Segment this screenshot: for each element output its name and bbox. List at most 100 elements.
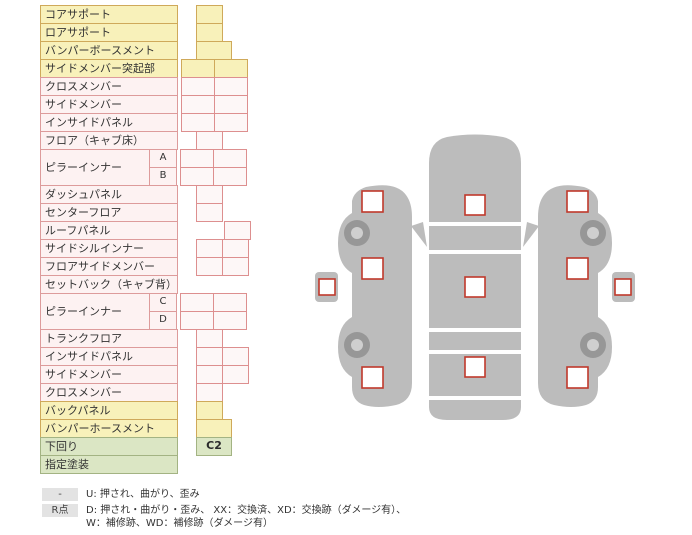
grade-cell[interactable] bbox=[214, 95, 248, 114]
legend-key-rten: R点 bbox=[42, 503, 78, 517]
part-label: ピラーインナー bbox=[40, 149, 150, 186]
grade-cells bbox=[196, 41, 232, 60]
grade-cell[interactable] bbox=[213, 311, 247, 330]
part-label: 下回り bbox=[40, 437, 178, 456]
grade-cell[interactable] bbox=[196, 203, 223, 222]
grade-cell[interactable] bbox=[222, 257, 249, 276]
grade-cell[interactable] bbox=[180, 311, 214, 330]
right-rear-wheel-hub bbox=[587, 339, 599, 351]
hood-section bbox=[429, 134, 521, 222]
part-row: ロアサポート bbox=[40, 23, 251, 42]
part-label: コアサポート bbox=[40, 5, 178, 24]
grade-cell[interactable] bbox=[180, 293, 214, 312]
grade-cell-row bbox=[180, 311, 247, 330]
grade-cell[interactable] bbox=[196, 239, 223, 258]
part-row: サイドメンバー bbox=[40, 95, 251, 114]
grade-cell[interactable] bbox=[196, 185, 223, 204]
grade-cell[interactable] bbox=[181, 95, 215, 114]
grade-cell[interactable] bbox=[196, 401, 223, 420]
grade-cells bbox=[181, 95, 248, 114]
part-row: インサイドパネル bbox=[40, 347, 251, 366]
grade-cell[interactable] bbox=[214, 77, 248, 96]
damage-marker-left-rear-fender[interactable] bbox=[361, 366, 384, 389]
grade-cells bbox=[180, 293, 247, 330]
part-row: サイドメンバー突起部 bbox=[40, 59, 251, 78]
grade-cell[interactable] bbox=[196, 347, 223, 366]
part-row: トランクフロア bbox=[40, 329, 251, 348]
part-label: バンパーホースメント bbox=[40, 419, 178, 438]
part-label: フロアサイドメンバー bbox=[40, 257, 178, 276]
part-label: 指定塗装 bbox=[40, 455, 178, 474]
grade-cell[interactable] bbox=[196, 41, 232, 60]
grade-cell[interactable] bbox=[180, 149, 214, 168]
damage-marker-left-door[interactable] bbox=[361, 257, 384, 280]
damage-marker-top-roof[interactable] bbox=[464, 276, 486, 298]
damage-marker-right-door[interactable] bbox=[566, 257, 589, 280]
grade-cell[interactable] bbox=[181, 77, 215, 96]
pillar-sub-label: D bbox=[149, 311, 177, 330]
part-label: インサイドパネル bbox=[40, 113, 178, 132]
grade-cells bbox=[196, 131, 223, 150]
grade-cell-row bbox=[180, 293, 247, 312]
legend-key-dash: - bbox=[42, 488, 78, 501]
grade-cell[interactable] bbox=[196, 383, 223, 402]
grade-cell[interactable] bbox=[196, 257, 223, 276]
legend-row-u: - U: 押され、曲がり、歪み bbox=[42, 488, 408, 502]
part-row: ダッシュパネル bbox=[40, 185, 251, 204]
grade-cell[interactable] bbox=[196, 23, 223, 42]
grade-cell[interactable] bbox=[222, 239, 249, 258]
grade-cell[interactable] bbox=[213, 167, 247, 186]
grade-cell[interactable] bbox=[222, 365, 249, 384]
part-row: セットバック（キャブ背） bbox=[40, 275, 251, 294]
grade-cells bbox=[196, 239, 249, 258]
grade-cell[interactable] bbox=[180, 167, 214, 186]
part-row: フロア（キャブ床） bbox=[40, 131, 251, 150]
part-row: フロアサイドメンバー bbox=[40, 257, 251, 276]
grade-cell[interactable] bbox=[181, 113, 215, 132]
part-row: ルーフパネル bbox=[40, 221, 251, 240]
grade-cell[interactable] bbox=[224, 221, 251, 240]
part-label: センターフロア bbox=[40, 203, 178, 222]
legend-text-u: U: 押され、曲がり、歪み bbox=[86, 489, 200, 500]
part-row: インサイドパネル bbox=[40, 113, 251, 132]
damage-marker-left-outer[interactable] bbox=[318, 278, 336, 296]
damage-marker-top-trunk[interactable] bbox=[464, 356, 486, 378]
part-label: サイドメンバー突起部 bbox=[40, 59, 178, 78]
pillar-sub-label: C bbox=[149, 293, 177, 312]
grade-cell[interactable] bbox=[213, 293, 247, 312]
damage-marker-right-rear-fender[interactable] bbox=[566, 366, 589, 389]
grade-cell[interactable] bbox=[181, 59, 215, 78]
grade-cell[interactable] bbox=[214, 59, 248, 78]
part-label: セットバック（キャブ背） bbox=[40, 275, 178, 294]
grade-cell[interactable]: C2 bbox=[196, 437, 232, 456]
grade-cells bbox=[181, 59, 248, 78]
grade-cell[interactable] bbox=[196, 419, 232, 438]
car-damage-diagram bbox=[300, 125, 660, 425]
grade-cells bbox=[196, 401, 223, 420]
left-wheel-icons bbox=[344, 220, 370, 358]
grade-cell[interactable] bbox=[196, 329, 223, 348]
grade-cell[interactable] bbox=[196, 365, 223, 384]
grade-cells bbox=[196, 257, 249, 276]
grade-cells bbox=[196, 185, 223, 204]
damage-marker-top-hood[interactable] bbox=[464, 194, 486, 216]
part-label: ダッシュパネル bbox=[40, 185, 178, 204]
damage-marker-right-outer[interactable] bbox=[614, 278, 632, 296]
grade-cell[interactable] bbox=[196, 5, 223, 24]
grade-cells bbox=[196, 203, 223, 222]
damage-marker-right-front-fender[interactable] bbox=[566, 190, 589, 213]
right-mirror-icon bbox=[523, 222, 539, 247]
part-row: クロスメンバー bbox=[40, 77, 251, 96]
grade-cell[interactable] bbox=[196, 131, 223, 150]
legend-text-r: D: 押され・曲がり・歪み、 XX：交換済、XD：交換跡（ダメージ有）、W：補修… bbox=[86, 504, 407, 530]
grade-cell[interactable] bbox=[222, 347, 249, 366]
grade-cell[interactable] bbox=[213, 149, 247, 168]
part-row: サイドメンバー bbox=[40, 365, 251, 384]
part-row: サイドシルインナー bbox=[40, 239, 251, 258]
part-label: バックパネル bbox=[40, 401, 178, 420]
damage-marker-left-front-fender[interactable] bbox=[361, 190, 384, 213]
grade-cell[interactable] bbox=[214, 113, 248, 132]
